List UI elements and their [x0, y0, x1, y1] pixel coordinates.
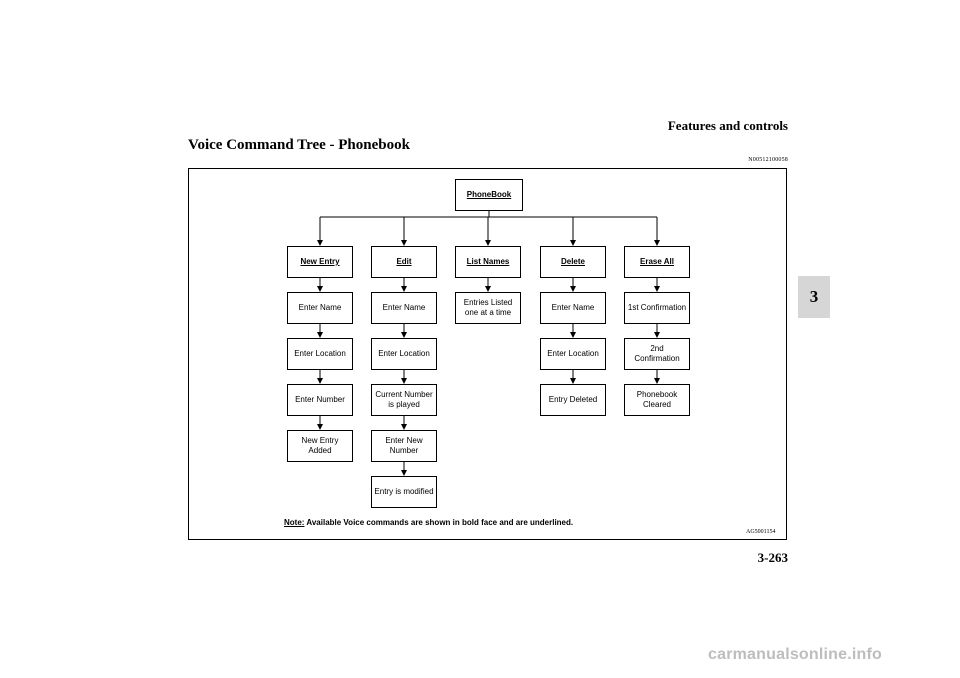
node-edit-enter-name: Enter Name [371, 292, 437, 324]
section-code: N00512100058 [748, 157, 788, 163]
node-phonebook: PhoneBook [455, 179, 523, 211]
node-delete: Delete [540, 246, 606, 278]
header-title: Features and controls [667, 118, 788, 133]
node-erase-all-2nd-confirmation: 2nd Confirmation [624, 338, 690, 370]
node-list-names: List Names [455, 246, 521, 278]
node-erase-all-phonebook-cleared: Phonebook Cleared [624, 384, 690, 416]
node-edit: Edit [371, 246, 437, 278]
site-watermark: carmanualsonline.info [708, 646, 883, 663]
page-number: 3-263 [757, 550, 788, 565]
node-edit-enter-new-number: Enter New Number [371, 430, 437, 462]
note-label: Note: [284, 518, 305, 527]
node-edit-current-number-is-played: Current Number is played [371, 384, 437, 416]
node-list-names-entries-listed-one-at-a-time: Entries Listed one at a time [455, 292, 521, 324]
diagram-frame [188, 168, 787, 540]
node-erase-all: Erase All [624, 246, 690, 278]
node-delete-entry-deleted: Entry Deleted [540, 384, 606, 416]
note-text: Available Voice commands are shown in bo… [304, 518, 574, 527]
node-edit-enter-location: Enter Location [371, 338, 437, 370]
node-erase-all-1st-confirmation: 1st Confirmation [624, 292, 690, 324]
diagram-note: Note: Available Voice commands are shown… [284, 518, 573, 527]
node-new-entry-enter-name: Enter Name [287, 292, 353, 324]
node-delete-enter-name: Enter Name [540, 292, 606, 324]
node-delete-enter-location: Enter Location [540, 338, 606, 370]
image-code: AG5001154 [746, 529, 776, 535]
node-new-entry-new-entry-added: New Entry Added [287, 430, 353, 462]
section-title: Voice Command Tree - Phonebook [188, 137, 410, 153]
node-new-entry: New Entry [287, 246, 353, 278]
node-new-entry-enter-location: Enter Location [287, 338, 353, 370]
node-new-entry-enter-number: Enter Number [287, 384, 353, 416]
chapter-tab: 3 [798, 276, 830, 318]
node-edit-entry-is-modified: Entry is modified [371, 476, 437, 508]
